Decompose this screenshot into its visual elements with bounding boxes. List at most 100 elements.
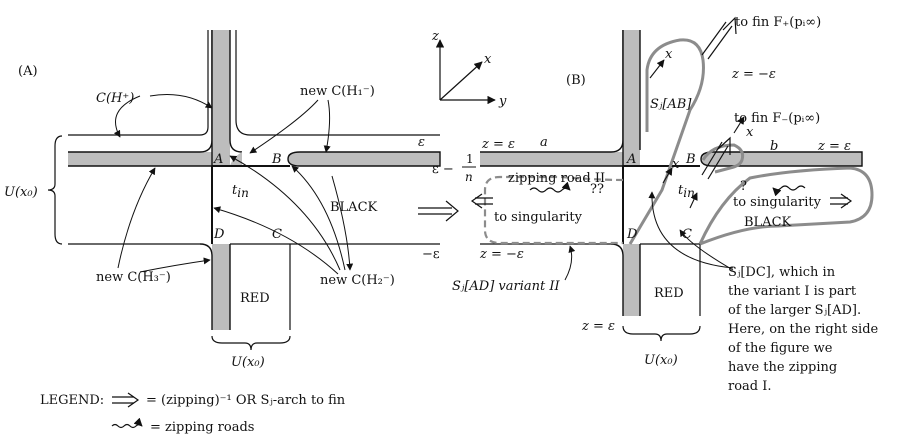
z-neg-eps-top: z = −ε [731, 67, 776, 82]
note-line: the variant I is part [728, 284, 857, 299]
sj-ad-variant-label: Sⱼ[AD] variant II [452, 279, 561, 294]
to-fin-plus: to fin F₊(pᵢ∞) [735, 15, 821, 30]
arrow-h1-2 [323, 99, 331, 153]
double-arrow-between-panels [418, 200, 459, 222]
arrow-h2-3 [213, 206, 339, 275]
u-x0-b: U(x₀) [644, 353, 678, 368]
legend-double-arrow-icon [112, 392, 140, 408]
new-c-h1-label: new C(H₁⁻) [300, 84, 375, 99]
arrow-h3-2 [139, 257, 211, 273]
point-b-d: D [626, 227, 638, 242]
note-line: of the figure we [728, 341, 833, 356]
red-label-b: RED [654, 286, 684, 301]
sj-dc-right-loop [698, 166, 874, 246]
note-line: Here, on the right side [728, 322, 879, 337]
arrow-sj-ad-variant [564, 245, 576, 281]
axis-x-label: x [484, 52, 492, 67]
black-label-b: BLACK [744, 215, 792, 230]
brace-left [47, 135, 63, 245]
arrow-chplus-2 [149, 94, 213, 109]
one-over-n-den: n [465, 170, 473, 184]
zipping-road-ii-label: zipping road II [508, 171, 605, 186]
sj-arcs [628, 38, 874, 246]
band-b-top [623, 30, 640, 166]
band-top-outline [211, 30, 243, 166]
axis-z-label: z [431, 29, 439, 44]
small-x-arrows [649, 59, 745, 209]
note-line: of the larger Sⱼ[AD]. [728, 303, 861, 318]
z-eps-bottom: z = ε [581, 319, 615, 334]
sj-ab-label: Sⱼ[AB] [650, 97, 692, 112]
panel-b-label: (B) [566, 73, 586, 88]
z-neg-eps-bottom: z = −ε [479, 247, 524, 262]
legend-wavy-icon [111, 417, 143, 429]
wavy-zipping-road-i [772, 185, 806, 197]
band-bottom-outline [199, 243, 231, 330]
arrow-h2-1 [229, 155, 341, 271]
brace-bottom [211, 335, 291, 351]
x-mid-label: x [672, 157, 680, 172]
line-top-left [68, 30, 209, 136]
z-eps-left: z = ε [481, 137, 515, 152]
note-line: Sⱼ[DC], which in [728, 265, 836, 280]
arrow-sj-dc-2 [648, 191, 734, 269]
u-x0-left: U(x₀) [4, 185, 38, 200]
pointer-arrows-a [113, 94, 354, 275]
x-right-label: x [746, 125, 754, 140]
wavy-zipping-road-ii [529, 181, 571, 193]
legend: LEGEND: = (zipping)⁻¹ OR Sⱼ-arch to fin … [40, 392, 346, 435]
note-line: road I. [728, 379, 772, 394]
arrow-chplus-1 [113, 95, 141, 138]
to-singularity-left: to singularity [494, 210, 583, 225]
band-bottom [212, 244, 230, 330]
red-label-a: RED [240, 291, 270, 306]
sj-ab-arc [628, 38, 705, 245]
axis-x [439, 61, 483, 101]
c-hplus-label: C(H⁺) [96, 91, 134, 106]
legend-wavy-desc: = zipping roads [150, 420, 254, 435]
double-question: ?? [590, 182, 604, 197]
to-fin-minus: to fin F₋(pᵢ∞) [734, 111, 820, 126]
t-in-label: tin [232, 183, 249, 200]
legend-arrow-desc: = (zipping)⁻¹ OR Sⱼ-arch to fin [146, 393, 346, 408]
z-eps-right: z = ε [817, 139, 851, 154]
panel-a: (A) U(x₀) U(x₀) C(H⁺) new C(H₁⁻) new C(H… [4, 30, 476, 370]
panel-a-label: (A) [18, 64, 38, 79]
panel-b: (B) [452, 15, 879, 394]
sj-b-loop [701, 143, 745, 174]
note-block: Sⱼ[DC], which in the variant I is part o… [728, 265, 879, 394]
eps-minus-label: ε − [432, 162, 454, 177]
arrows-to-fins [470, 16, 853, 209]
arrow-sj-dc-1 [679, 229, 734, 271]
u-x0-bottom: U(x₀) [231, 355, 265, 370]
band-right [287, 151, 441, 167]
band-left [68, 152, 212, 166]
pointer-arrows-b [564, 191, 734, 281]
point-b-c: C [682, 227, 692, 242]
point-d: D [213, 227, 225, 242]
eps-label: ε [418, 135, 425, 150]
t-in-label-b: tin [678, 183, 695, 200]
point-c: C [272, 227, 282, 242]
new-c-h3-label: new C(H₃⁻) [96, 270, 171, 285]
arrow-h2-4 [331, 175, 354, 271]
note-line: have the zipping [728, 360, 837, 375]
band-b-left [480, 152, 623, 166]
line-top-right [235, 30, 440, 136]
axes-triad [435, 39, 496, 105]
neg-eps-label: −ε [422, 247, 440, 262]
band-b-bottom [623, 244, 640, 316]
b-small-label: b [770, 139, 778, 154]
new-c-h2-label: new C(H₂⁻) [320, 273, 395, 288]
single-question: ? [740, 179, 747, 194]
brace-b-bottom [622, 325, 701, 342]
arrow-h3-1 [117, 167, 156, 269]
point-b: B [271, 152, 282, 167]
arrow-h2-2 [291, 165, 346, 271]
band-b-top-outline [622, 30, 641, 166]
band-corner-fill [212, 152, 242, 166]
band-b-bottom-outline [610, 243, 641, 316]
legend-title: LEGEND: [40, 393, 104, 408]
point-b-b: B [685, 152, 696, 167]
